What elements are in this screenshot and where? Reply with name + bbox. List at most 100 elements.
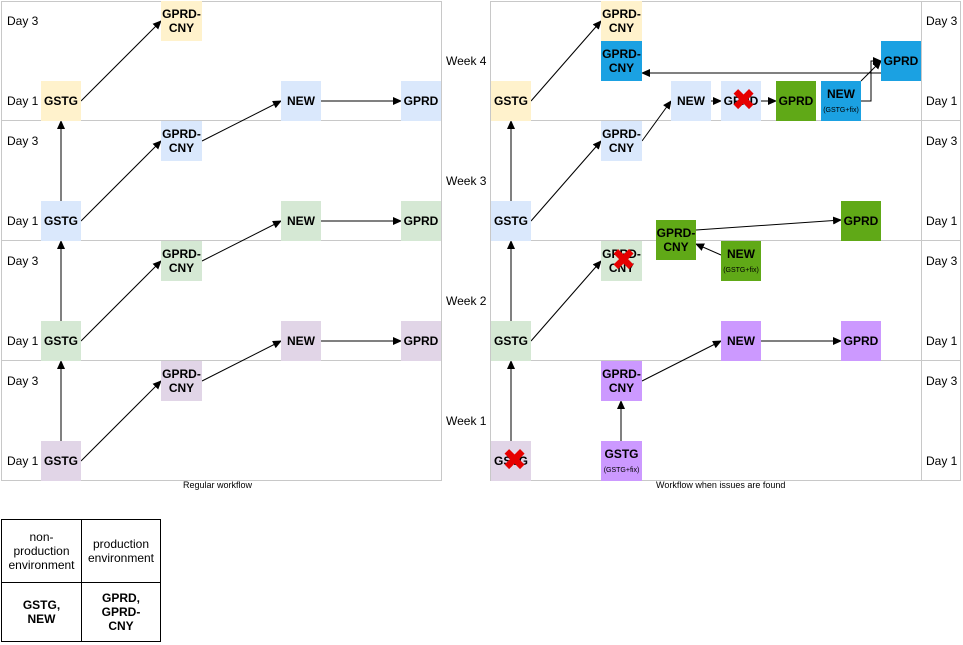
node-new-w2: NEW bbox=[281, 321, 321, 361]
node-label: NEW bbox=[287, 214, 315, 228]
flow-arrow bbox=[201, 340, 282, 382]
node-gprd-w4: GPRD bbox=[401, 81, 441, 121]
node-gstg-w2: GSTG bbox=[41, 321, 81, 361]
node-label: GPRD- CNY bbox=[162, 7, 201, 35]
day1-label-right-2: Day 1 bbox=[926, 334, 958, 348]
node-label: GPRD bbox=[778, 94, 814, 108]
day1-label-right-3: Day 1 bbox=[926, 454, 958, 468]
caption-regular-workflow: Regular workflow bbox=[183, 480, 253, 490]
node-label: GSTG bbox=[43, 454, 78, 468]
week-label-4: Week 4 bbox=[446, 54, 487, 68]
node-label: GPRD bbox=[843, 334, 879, 348]
day3-label-right-1: Day 3 bbox=[926, 134, 958, 148]
node-issue-gstg-w2: GSTG bbox=[491, 321, 531, 361]
node-issue-gprd-cny-w3: GPRD- CNY bbox=[601, 121, 642, 161]
node-issue-gprd-cny-w2-failed: GPRD- CNY bbox=[601, 241, 642, 281]
legend-table: non- production environment production e… bbox=[1, 519, 161, 642]
node-label: NEW bbox=[827, 87, 855, 101]
flow-arrow bbox=[80, 380, 162, 462]
day3-label-right-3: Day 3 bbox=[926, 374, 958, 388]
node-label: GPRD- CNY bbox=[162, 367, 201, 395]
node-label: NEW bbox=[287, 94, 315, 108]
node-gprd-cny-w3: GPRD- CNY bbox=[161, 121, 202, 161]
node-label: GSTG bbox=[493, 214, 528, 228]
x-mark-icon: ✖ bbox=[502, 443, 528, 478]
fix-note: (GSTG+fix) bbox=[603, 467, 640, 474]
node-label: GPRD- CNY bbox=[602, 247, 641, 275]
node-label: GPRD- CNY bbox=[162, 247, 201, 275]
fix-note: (GSTG+fix) bbox=[723, 267, 759, 274]
node-label: GSTG bbox=[493, 454, 528, 468]
node-label: GPRD bbox=[403, 214, 439, 228]
flow-arrow bbox=[641, 100, 672, 142]
node-label: NEW bbox=[287, 334, 315, 348]
flow-arrow bbox=[530, 20, 602, 102]
node-new-w4: NEW bbox=[281, 81, 321, 121]
flow-arrow bbox=[695, 216, 842, 231]
flow-arrow bbox=[80, 260, 162, 342]
node-issue-gprd-w4-far: GPRD bbox=[881, 41, 921, 81]
node-issue-gstg-w1-failed: GSTG bbox=[491, 441, 531, 481]
node-label: NEW bbox=[727, 247, 755, 261]
node-gprd-cny-w1: GPRD- CNY bbox=[161, 361, 202, 401]
day3-label-left-2: Day 3 bbox=[7, 254, 39, 268]
day3-label-left-1: Day 3 bbox=[7, 134, 39, 148]
flow-arrow bbox=[80, 140, 162, 222]
node-issue-gprd-w3-green: GPRD bbox=[841, 201, 881, 241]
node-issue-gstg-w3: GSTG bbox=[491, 201, 531, 241]
node-label: NEW bbox=[727, 334, 755, 348]
node-label: GSTG bbox=[604, 447, 639, 461]
week-label-1: Week 1 bbox=[446, 414, 487, 428]
legend-prod-header: production environment bbox=[87, 537, 155, 565]
node-label: GPRD- CNY bbox=[602, 367, 641, 395]
node-issue-gprd-cny-w4-blue: GPRD- CNY bbox=[601, 41, 642, 81]
node-gprd-cny-w4: GPRD- CNY bbox=[161, 1, 202, 41]
node-label: GPRD bbox=[843, 214, 879, 228]
legend-nonprod-header: non- production environment bbox=[8, 530, 75, 572]
node-issue-gstg-w4: GSTG bbox=[491, 81, 531, 121]
day1-label-left-0: Day 1 bbox=[7, 94, 39, 108]
legend-nonprod-value: GSTG, NEW bbox=[22, 598, 61, 626]
flow-arrow bbox=[201, 220, 282, 262]
fix-note: (GSTG+fix) bbox=[823, 107, 859, 114]
node-issue-new-w4: NEW bbox=[671, 81, 711, 121]
node-label: GPRD bbox=[723, 94, 759, 108]
day1-label-left-1: Day 1 bbox=[7, 214, 39, 228]
day3-label-right-2: Day 3 bbox=[926, 254, 958, 268]
node-issue-gprd-w4-failed: GPRD bbox=[721, 81, 761, 121]
day1-label-left-2: Day 1 bbox=[7, 334, 39, 348]
day1-label-right-1: Day 1 bbox=[926, 214, 958, 228]
node-label: GSTG bbox=[43, 94, 78, 108]
flow-arrow-loop bbox=[861, 57, 882, 102]
flow-arrow bbox=[695, 243, 722, 256]
x-mark-icon: ✖ bbox=[731, 83, 757, 118]
node-issue-new-w2: NEW bbox=[721, 321, 761, 361]
node-label: GPRD bbox=[403, 334, 439, 348]
node-issue-gprd-cny-w4-yellow: GPRD- CNY bbox=[601, 1, 642, 41]
week-label-2: Week 2 bbox=[446, 294, 487, 308]
node-label: GPRD bbox=[403, 94, 439, 108]
node-label: GPRD bbox=[883, 54, 919, 68]
node-issue-gprd-cny-w1: GPRD- CNY bbox=[601, 361, 642, 401]
node-new-w3: NEW bbox=[281, 201, 321, 241]
caption-issues-workflow: Workflow when issues are found bbox=[656, 480, 786, 490]
week-label-3: Week 3 bbox=[446, 174, 487, 188]
node-issue-new-fix-w4: NEW (GSTG+fix) bbox=[821, 81, 861, 121]
flow-arrow bbox=[530, 140, 602, 222]
node-label: GPRD- CNY bbox=[656, 226, 696, 254]
flow-arrow bbox=[80, 20, 162, 102]
node-label: GPRD- CNY bbox=[162, 127, 201, 155]
flow-arrow bbox=[530, 260, 602, 342]
node-issue-new-fix-w2: NEW (GSTG+fix) bbox=[721, 241, 761, 281]
x-mark-icon: ✖ bbox=[611, 243, 637, 278]
node-issue-gstg-fix-w1: GSTG (GSTG+fix) bbox=[601, 441, 642, 481]
node-label: GSTG bbox=[493, 334, 528, 348]
day3-label-right-0: Day 3 bbox=[926, 14, 958, 28]
flow-arrow bbox=[201, 100, 282, 142]
node-label: GSTG bbox=[43, 334, 78, 348]
flow-arrow bbox=[641, 340, 722, 382]
node-gstg-w4: GSTG bbox=[41, 81, 81, 121]
node-issue-gprd-w4-green: GPRD bbox=[776, 81, 816, 121]
node-label: GPRD- CNY bbox=[602, 47, 641, 75]
